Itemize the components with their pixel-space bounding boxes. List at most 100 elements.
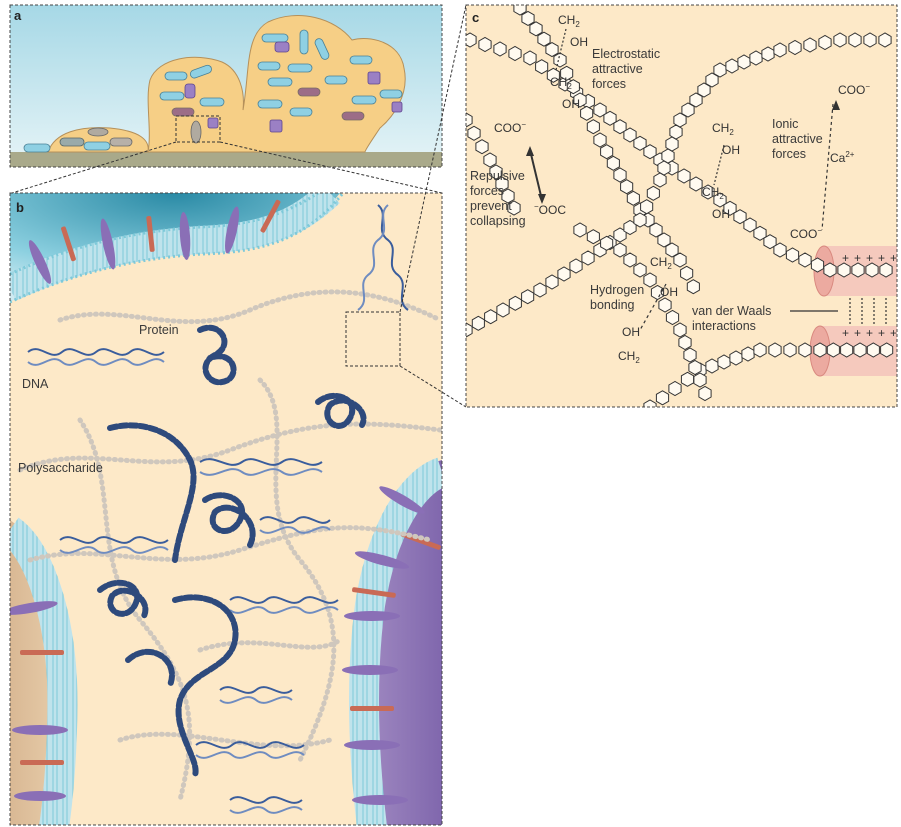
sugar-ring	[679, 336, 691, 350]
sugar-ring	[587, 120, 599, 134]
svg-text:+: +	[854, 326, 861, 340]
sugar-ring	[554, 53, 566, 67]
sugar-ring	[601, 236, 613, 250]
svg-text:+: +	[866, 251, 873, 265]
sugar-ring	[468, 126, 480, 140]
svg-text:OH: OH	[622, 325, 640, 339]
sugar-ring	[570, 259, 582, 273]
panel-c: CH2 OH CH2 OH COO− CH2 OH CH2 OH −OOC CO…	[460, 1, 901, 414]
svg-text:OH: OH	[570, 35, 588, 49]
svg-text:+: +	[866, 326, 873, 340]
sugar-ring	[546, 275, 558, 289]
sugar-ring	[687, 280, 699, 294]
sugar-ring	[674, 253, 686, 267]
sugar-ring	[852, 263, 864, 277]
sugar-ring	[730, 351, 742, 365]
sugar-ring	[799, 343, 811, 357]
sugar-ring	[827, 343, 839, 357]
sugar-ring	[524, 51, 536, 65]
substrate	[10, 152, 442, 167]
sugar-ring	[824, 263, 836, 277]
sugar-ring	[819, 36, 831, 50]
sugar-ring	[484, 153, 496, 167]
sugar-ring	[674, 323, 686, 337]
svg-text:OH: OH	[660, 285, 678, 299]
sugar-ring	[866, 263, 878, 277]
sugar-ring	[522, 290, 534, 304]
sugar-ring	[684, 348, 696, 362]
sugar-ring	[879, 33, 891, 47]
sugar-ring	[689, 361, 701, 375]
sugar-ring	[880, 263, 892, 277]
sugar-ring	[534, 283, 546, 297]
sugar-ring	[804, 38, 816, 52]
sugar-ring	[754, 343, 766, 357]
sugar-ring	[726, 59, 738, 73]
svg-text:OH: OH	[562, 97, 580, 111]
sugar-ring	[621, 180, 633, 194]
sugar-ring	[627, 191, 639, 205]
svg-text:OH: OH	[712, 207, 730, 221]
sugar-ring	[624, 253, 636, 267]
sugar-ring	[476, 140, 488, 154]
sugar-ring	[694, 373, 706, 387]
label-dna: DNA	[22, 377, 49, 391]
sugar-ring	[714, 63, 726, 77]
sugar-ring	[546, 43, 558, 57]
svg-text:OH: OH	[722, 143, 740, 157]
panel-b-letter: b	[16, 200, 24, 215]
sugar-ring	[485, 310, 497, 324]
sugar-ring	[530, 22, 542, 36]
sugar-ring	[514, 1, 526, 15]
sugar-ring	[681, 372, 693, 386]
sugar-ring	[641, 200, 653, 214]
svg-text:+: +	[878, 251, 885, 265]
sugar-ring	[601, 145, 613, 159]
sugar-ring	[494, 42, 506, 56]
sugar-ring	[738, 55, 750, 69]
sugar-ring	[838, 263, 850, 277]
sugar-ring	[607, 156, 619, 170]
sugar-ring	[699, 387, 711, 401]
sugar-ring	[799, 253, 811, 267]
sugar-ring	[784, 343, 796, 357]
sugar-ring	[854, 343, 866, 357]
sugar-ring	[750, 51, 762, 65]
sugar-ring	[581, 106, 593, 120]
sugar-ring	[634, 213, 646, 227]
sugar-ring	[786, 248, 798, 262]
sugar-ring	[558, 267, 570, 281]
svg-text:+: +	[854, 251, 861, 265]
sugar-ring	[678, 169, 690, 183]
panel-c-letter: c	[472, 10, 479, 25]
sugar-ring	[647, 186, 659, 200]
sugar-ring	[769, 343, 781, 357]
sugar-ring	[538, 32, 550, 46]
label-protein: Protein	[139, 323, 179, 337]
svg-text:+: +	[842, 251, 849, 265]
sugar-ring	[497, 303, 509, 317]
sugar-ring	[814, 343, 826, 357]
sugar-ring	[472, 316, 484, 330]
sugar-ring	[774, 243, 786, 257]
sugar-ring	[811, 258, 823, 272]
sugar-ring	[614, 168, 626, 182]
sugar-ring	[587, 230, 599, 244]
sugar-ring	[666, 311, 678, 325]
sugar-ring	[594, 133, 606, 147]
sugar-ring	[690, 177, 702, 191]
sugar-ring	[659, 298, 671, 312]
svg-text:−OOC: −OOC	[534, 202, 566, 217]
label-polysaccharide: Polysaccharide	[18, 461, 103, 475]
svg-text:+: +	[878, 326, 885, 340]
sugar-ring	[614, 243, 626, 257]
sugar-ring	[536, 60, 548, 74]
sugar-ring	[864, 33, 876, 47]
sugar-ring	[867, 343, 879, 357]
sugar-ring	[574, 223, 586, 237]
sugar-ring	[656, 391, 668, 405]
sugar-ring	[742, 347, 754, 361]
sugar-ring	[634, 263, 646, 277]
panel-b: b Protein DNA Polysaccharide	[2, 193, 442, 827]
